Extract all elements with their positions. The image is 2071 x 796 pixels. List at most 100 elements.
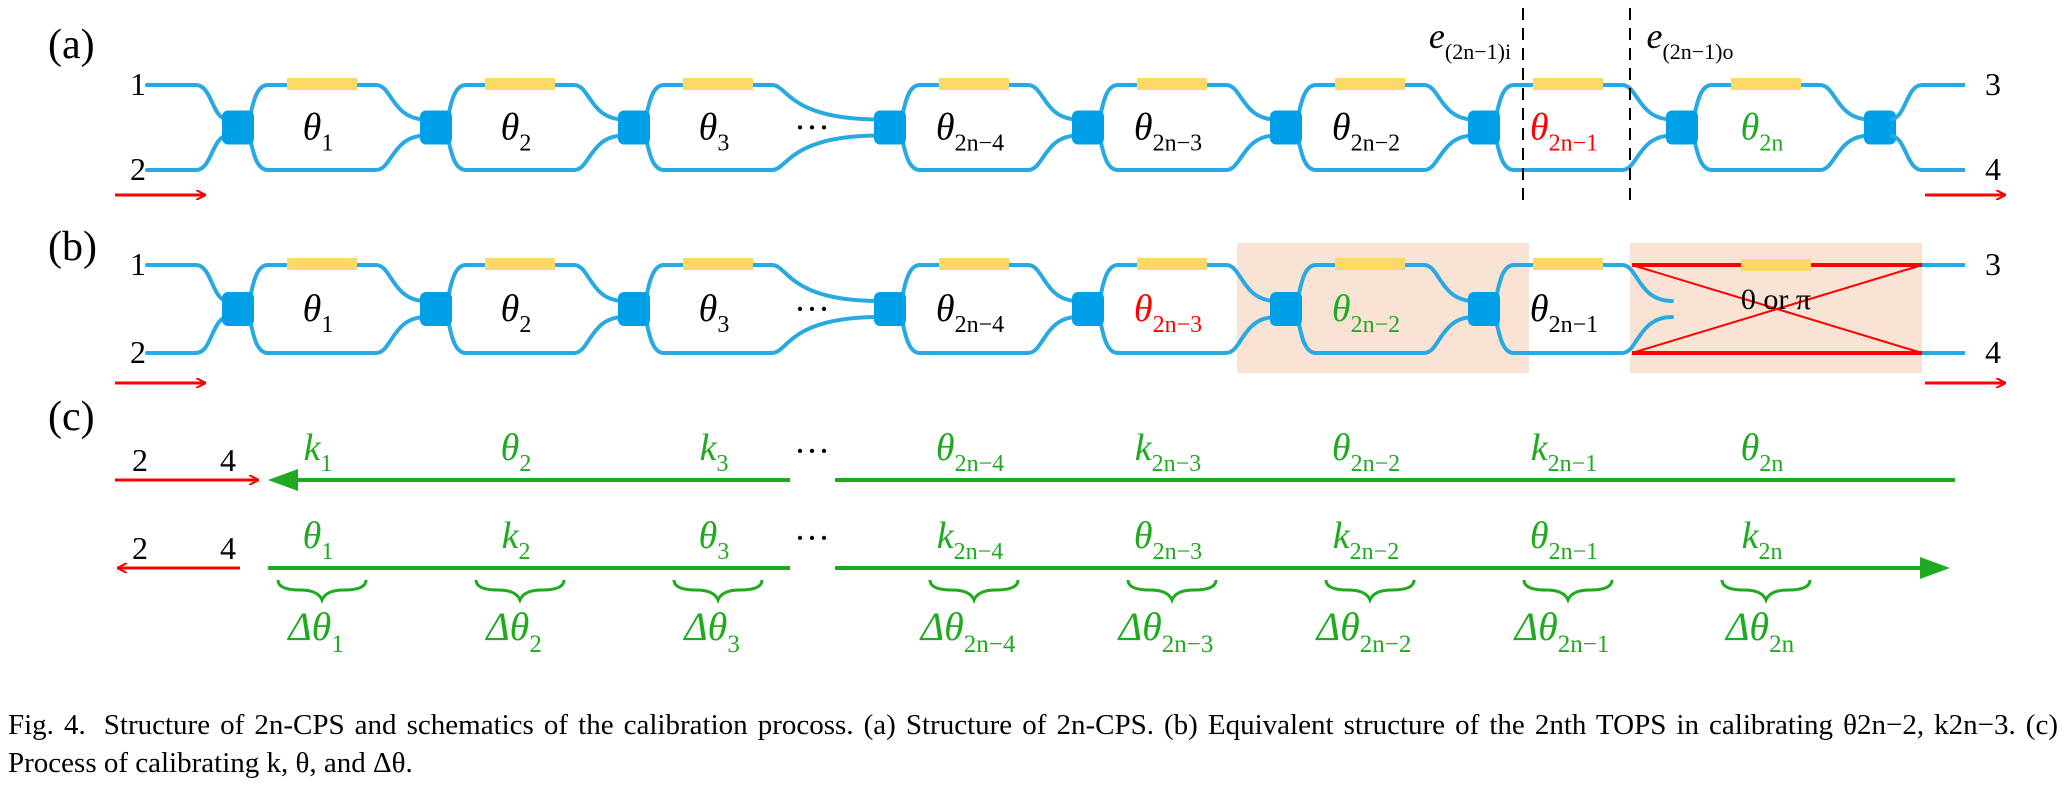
- panel-a-heater-4: [939, 78, 1009, 90]
- panel-a-arm-bottom-8: [1690, 133, 1872, 172]
- panel-b-heater-4: [939, 258, 1009, 270]
- panel-a-phase-label-4: θ2n−4: [936, 107, 1004, 157]
- caption-label: Fig. 4.: [8, 709, 86, 741]
- row1-param-6: θ2n−2: [1332, 427, 1400, 477]
- panel-b-heater-3: [683, 258, 753, 270]
- panel-c-label: (c): [48, 394, 95, 440]
- panel-a-phase-label-2: θ2: [501, 107, 532, 157]
- panel-b-coupler-2: [420, 292, 452, 326]
- panel-b-port-3: 3: [1985, 246, 2001, 282]
- panel-a-arm-top-1: [246, 83, 428, 122]
- panel-a-coupler-3: [618, 110, 650, 145]
- crossbar-diagonal-2: [1631, 264, 1923, 354]
- delta-brace-5: [1126, 579, 1218, 605]
- panel-b-coupler-6: [1270, 292, 1302, 326]
- panel-b-arm-top-4: [898, 263, 1080, 303]
- panel-b-coupler-4: [874, 292, 906, 326]
- panel-b-port-1: 1: [130, 246, 146, 282]
- panel-b-phase-label-4: θ2n−4: [936, 288, 1004, 338]
- panel-b-heater-7: [1533, 258, 1603, 270]
- row2-param-4: k2n−4: [937, 515, 1003, 565]
- panel-b-heater-1: [287, 258, 357, 270]
- panel-a-arm-bottom-2: [444, 133, 626, 172]
- row2-param-2: k2: [502, 515, 531, 565]
- panel-a-arm-top-8: [1690, 83, 1872, 122]
- panel-a-arm-top-6: [1294, 83, 1476, 122]
- field-in-label: e(2n−1)i: [1429, 16, 1511, 64]
- panel-b-phase-label-3: θ3: [699, 288, 730, 338]
- panel-a-input-waveguide-top: [145, 83, 230, 122]
- row1-param-1: k1: [304, 427, 333, 477]
- row1-port-2: 2: [132, 442, 148, 478]
- panel-a-coupler-8: [1666, 110, 1698, 145]
- panel-a-arm-bottom-4: [898, 133, 1080, 172]
- row2-param-3: θ3: [699, 515, 730, 565]
- panel-b-heater-2: [485, 258, 555, 270]
- panel-a-arm-top-2: [444, 83, 626, 122]
- figure-caption: Fig. 4.Structure of 2n-CPS and schematic…: [8, 706, 2058, 782]
- delta-label-7: Δθ2n−1: [1513, 604, 1610, 658]
- panel-a-arm-top-7: [1492, 83, 1674, 122]
- delta-label-4: Δθ2n−4: [919, 604, 1016, 658]
- panel-b-ellipsis: ···: [794, 289, 830, 329]
- panel-b-coupler-1: [222, 292, 254, 326]
- panel-a-phase-label-7: θ2n−1: [1530, 107, 1598, 157]
- panel-b-arm-bottom-1: [246, 315, 428, 355]
- panel-a-heater-6: [1335, 78, 1405, 90]
- panel-b-phase-label-2: θ2: [501, 288, 532, 338]
- row2-port-2: 2: [132, 530, 148, 566]
- row1-param-4: θ2n−4: [936, 427, 1004, 477]
- panel-b-coupler-7: [1468, 292, 1500, 326]
- panel-a-heater-2: [485, 78, 555, 90]
- row1-ellipsis: ···: [794, 431, 830, 471]
- panel-a-heater-8: [1731, 78, 1801, 90]
- panel-b-arm-top-3: [642, 263, 882, 303]
- row1-param-5: k2n−3: [1135, 427, 1201, 477]
- panel-a-port-3: 3: [1985, 66, 2001, 102]
- row1-param-8: θ2n: [1741, 427, 1784, 477]
- row2-green-arrowhead: [1920, 557, 1950, 579]
- panel-a-label: (a): [48, 22, 95, 68]
- panel-a-heater-3: [683, 78, 753, 90]
- panel-a-phase-label-1: θ1: [303, 107, 334, 157]
- delta-label-2: Δθ2: [484, 604, 542, 658]
- panel-b-phase-label-7: θ2n−1: [1530, 288, 1598, 338]
- panel-a-coupler-7: [1468, 110, 1500, 145]
- panel-b-arm-top-7: [1492, 263, 1674, 303]
- panel-a-arm-bottom-7: [1492, 133, 1674, 172]
- panel-b-arm-bottom-5: [1096, 315, 1278, 355]
- panel-b-heater-5: [1137, 258, 1207, 270]
- crossbar-heater: [1741, 259, 1811, 271]
- delta-label-5: Δθ2n−3: [1117, 604, 1214, 658]
- panel-a-coupler-9: [1864, 110, 1896, 145]
- row1-green-arrowhead: [268, 469, 298, 491]
- panel-a-coupler-6: [1270, 110, 1302, 145]
- panel-b-input-waveguide-top: [145, 263, 230, 303]
- panel-a-phase-label-8: θ2n: [1741, 107, 1784, 157]
- delta-label-8: Δθ2n: [1724, 604, 1795, 658]
- panel-b-arm-bottom-7: [1492, 315, 1674, 355]
- panel-b-input-waveguide-bottom: [145, 315, 230, 355]
- panel-b-coupler-5: [1072, 292, 1104, 326]
- row1-param-3: k3: [700, 427, 729, 477]
- panel-a-heater-1: [287, 78, 357, 90]
- row2-param-7: θ2n−1: [1530, 515, 1598, 565]
- delta-brace-3: [672, 579, 764, 605]
- panel-a-waveguides: [145, 83, 1872, 172]
- panel-a-ellipsis: ···: [794, 108, 830, 148]
- delta-brace-6: [1324, 579, 1416, 605]
- row2-param-8: k2n: [1742, 515, 1783, 565]
- caption-text: Structure of 2n-CPS and schematics of th…: [8, 709, 2058, 779]
- row2-param-5: θ2n−3: [1134, 515, 1202, 565]
- panel-b-waveguides: [145, 263, 1674, 355]
- delta-brace-7: [1522, 579, 1614, 605]
- crossbar-phase-label: 0 or π: [1741, 283, 1811, 316]
- panel-b-arm-top-2: [444, 263, 626, 303]
- panel-a-coupler-1: [222, 110, 254, 145]
- delta-brace-1: [276, 579, 368, 605]
- delta-brace-4: [928, 579, 1020, 605]
- panel-b-arm-bottom-4: [898, 315, 1080, 355]
- panel-a-port-2: 2: [130, 151, 146, 187]
- panel-a-phase-label-5: θ2n−3: [1134, 107, 1202, 157]
